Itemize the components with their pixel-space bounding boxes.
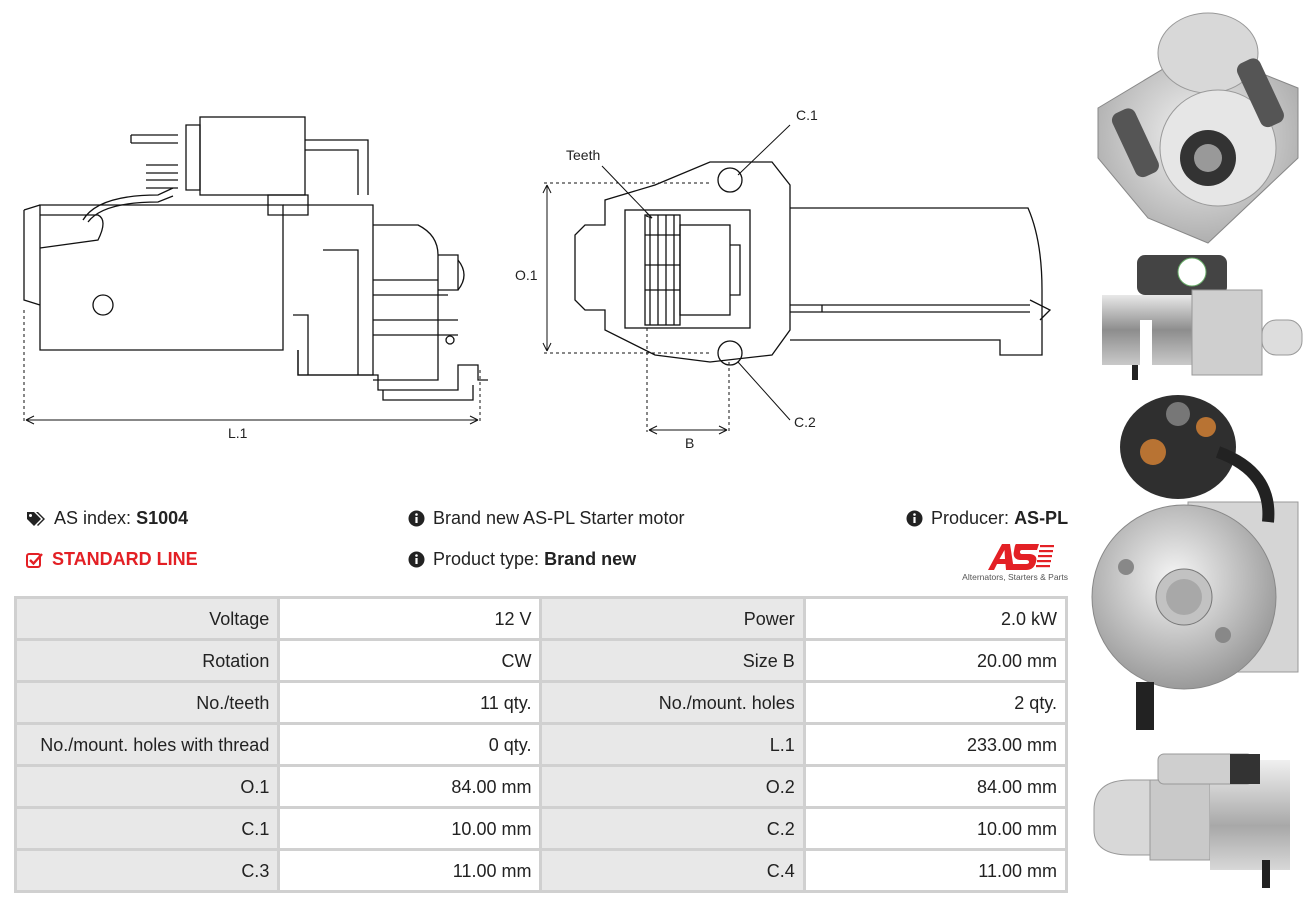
spec-label: No./teeth: [13, 680, 281, 725]
spec-value: 11.00 mm: [277, 848, 543, 893]
spec-value: 12 V: [277, 596, 543, 641]
spec-label: C.3: [13, 848, 281, 893]
spec-value: 84.00 mm: [277, 764, 543, 809]
check-square-icon: [26, 552, 44, 568]
spec-value: 11.00 mm: [802, 848, 1069, 893]
product-photo-bottom: [1093, 753, 1290, 888]
spec-value: 10.00 mm: [802, 806, 1069, 851]
standard-line-label: STANDARD LINE: [52, 549, 198, 569]
as-index-label: AS index:: [54, 508, 132, 528]
spec-value: 2 qty.: [802, 680, 1069, 725]
c2-label: C.2: [794, 414, 816, 430]
technical-drawings: L.1: [0, 0, 1080, 470]
side-view-drawing: L.1: [23, 116, 488, 441]
spec-value: 2.0 kW: [802, 596, 1069, 641]
spec-label: Rotation: [13, 638, 281, 683]
as-index-row: AS index: S1004: [26, 508, 188, 529]
producer-label: Producer:: [931, 508, 1010, 528]
description-row: Brand new AS-PL Starter motor: [408, 508, 684, 529]
spec-value: 233.00 mm: [802, 722, 1069, 767]
spec-label: C.4: [539, 848, 806, 893]
spec-label: O.1: [13, 764, 281, 809]
spec-label: No./mount. holes: [539, 680, 806, 725]
c1-label: C.1: [796, 107, 818, 123]
spec-label: O.2: [539, 764, 806, 809]
as-index-value: S1004: [136, 508, 189, 528]
spec-label: Voltage: [13, 596, 281, 641]
producer-value: AS-PL: [1014, 508, 1069, 528]
info-circle-icon: [408, 510, 425, 527]
spec-label: Size B: [539, 638, 806, 683]
product-photo-front: [1091, 395, 1299, 730]
logo-caption: Alternators, Starters & Parts: [962, 572, 1068, 582]
o1-label: O.1: [515, 267, 538, 283]
spec-value: 10.00 mm: [277, 806, 543, 851]
description-text: Brand new AS-PL Starter motor: [433, 508, 685, 528]
product-type-value: Brand new: [544, 549, 637, 569]
front-view-drawing: Teeth C.1 C.2 O.1 B: [515, 107, 1052, 451]
spec-label: No./mount. holes with thread: [13, 722, 281, 767]
spec-label: C.2: [539, 806, 806, 851]
standard-line-row: STANDARD LINE: [26, 549, 198, 570]
spec-value: 84.00 mm: [802, 764, 1069, 809]
spec-label: Power: [539, 596, 806, 641]
product-photo-rear: [1097, 12, 1299, 244]
info-circle-icon: [906, 510, 923, 527]
spec-value: 0 qty.: [277, 722, 543, 767]
b-label: B: [685, 435, 694, 451]
spec-value: 11 qty.: [277, 680, 543, 725]
spec-label: C.1: [13, 806, 281, 851]
tags-icon: [26, 511, 46, 527]
spec-label: L.1: [539, 722, 806, 767]
spec-value: CW: [277, 638, 543, 683]
product-type-label: Product type:: [433, 549, 540, 569]
producer-row: Producer: AS-PL: [906, 508, 1068, 529]
l1-label: L.1: [228, 425, 248, 441]
info-circle-icon: [408, 551, 425, 568]
teeth-label: Teeth: [566, 147, 600, 163]
product-type-row: Product type: Brand new: [408, 549, 636, 570]
product-photo-side: [1102, 255, 1303, 380]
spec-value: 20.00 mm: [802, 638, 1069, 683]
as-pl-logo: [988, 544, 1054, 570]
